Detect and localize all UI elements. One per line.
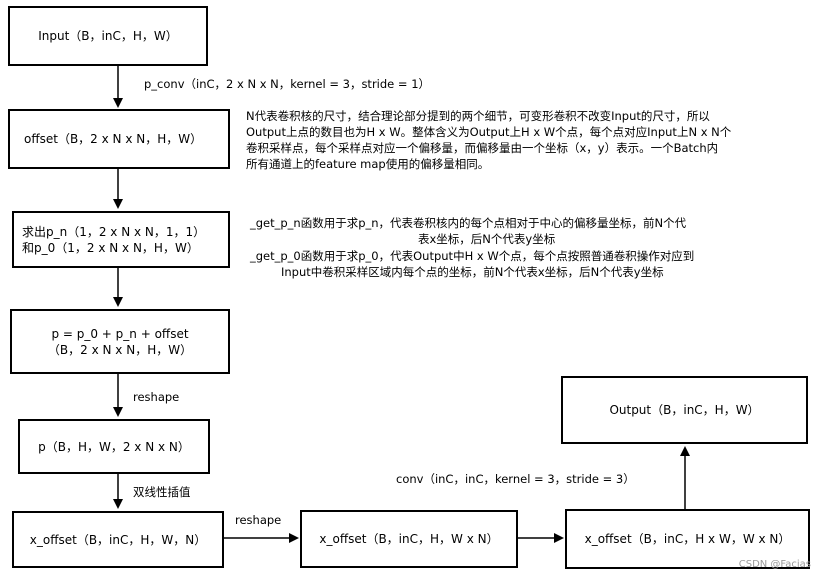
- offset-note-line4: 所有通道上的feature map使用的偏移量相同。: [246, 157, 490, 171]
- x-offset-2-label: x_offset（B，inC，H，W x N）: [319, 532, 499, 546]
- x-offset-1-label: x_offset（B，inC，H，W，N）: [29, 532, 207, 547]
- offset-note-line2: Output上点的数目也为H x W。整体含义为Output上H x W个点，每…: [246, 125, 732, 139]
- bilinear-label: 双线性插值: [133, 485, 191, 499]
- get-p0-line1: _get_p_0函数用于求p_0，代表Output中H x W个点，每个点按照普…: [250, 249, 695, 263]
- conv-label: conv（inC，inC，kernel = 3，stride = 3）: [396, 472, 635, 486]
- input-box: Input（B，inC，H，W）: [8, 6, 208, 66]
- reshape-label-1: reshape: [133, 390, 180, 404]
- x-offset-1-box: x_offset（B，inC，H，W，N）: [12, 511, 224, 568]
- p-sum-line2: （B，2 x N x N，H，W）: [47, 342, 193, 357]
- p-reshaped-label: p（B，H，W，2 x N x N）: [38, 439, 190, 454]
- output-box: Output（B，inC，H，W）: [561, 376, 808, 444]
- watermark: CSDN @Facias: [738, 559, 811, 570]
- get-pn-line1: _get_p_n函数用于求p_n，代表卷积核内的每个点相对于中心的偏移量坐标，前…: [250, 216, 687, 230]
- reshape-label-2: reshape: [235, 513, 282, 527]
- p-conv-label: p_conv（inC，2 x N x N，kernel = 3，stride =…: [144, 77, 431, 91]
- offset-box-label: offset（B，2 x N x N，H，W）: [24, 132, 203, 146]
- get-pn-line2: 表x坐标，后N个代表y坐标: [418, 232, 556, 246]
- offset-box: offset（B，2 x N x N，H，W）: [8, 109, 230, 169]
- get-p0-note: _get_p_0函数用于求p_0，代表Output中H x W个点，每个点按照普…: [250, 248, 770, 280]
- get-p0-line2: Input中卷积采样区域内每个点的坐标，前N个代表x坐标，后N个代表y坐标: [281, 265, 664, 279]
- get-pn-note: _get_p_n函数用于求p_n，代表卷积核内的每个点相对于中心的偏移量坐标，前…: [250, 215, 770, 247]
- offset-note: N代表卷积核的尺寸，结合理论部分提到的两个细节，可变形卷积不改变Input的尺寸…: [246, 108, 786, 172]
- x-offset-2-box: x_offset（B，inC，H，W x N）: [300, 510, 518, 568]
- pn-p0-box: 求出p_n（1，2 x N x N，1，1） 和p_0（1，2 x N x N，…: [12, 211, 230, 268]
- output-box-label: Output（B，inC，H，W）: [609, 403, 760, 417]
- x-offset-3-box: x_offset（B，inC，H x W，W x N）: [565, 509, 810, 569]
- p-sum-line1: p = p_0 + p_n + offset: [51, 326, 189, 341]
- input-box-label: Input（B，inC，H，W）: [38, 29, 178, 43]
- x-offset-3-label: x_offset（B，inC，H x W，W x N）: [584, 532, 791, 546]
- offset-note-line1: N代表卷积核的尺寸，结合理论部分提到的两个细节，可变形卷积不改变Input的尺寸…: [246, 109, 710, 123]
- pn-box-line2: 和p_0（1，2 x N x N，H，W）: [22, 240, 199, 255]
- offset-note-line3: 卷积采样点，每个采样点对应一个偏移量，而偏移量由一个坐标（x，y）表示。一个Ba…: [246, 141, 719, 155]
- p-reshaped-box: p（B，H，W，2 x N x N）: [18, 419, 210, 474]
- pn-box-line1: 求出p_n（1，2 x N x N，1，1）: [22, 224, 206, 239]
- p-sum-box: p = p_0 + p_n + offset （B，2 x N x N，H，W）: [10, 309, 230, 374]
